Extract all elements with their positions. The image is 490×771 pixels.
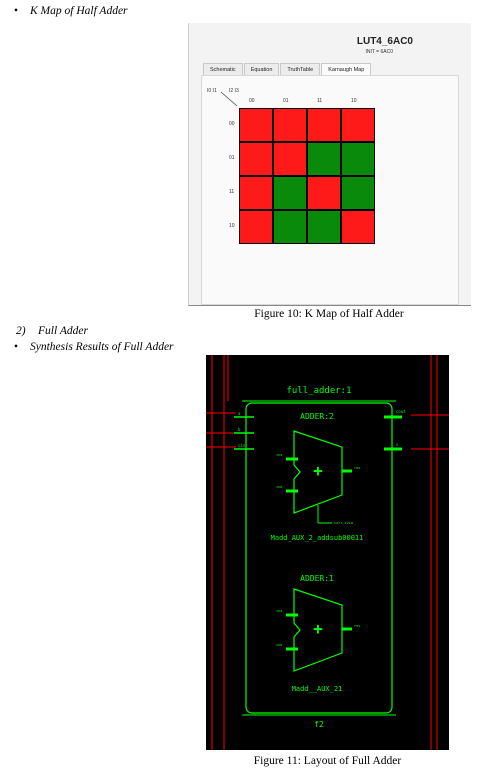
adder1-label: ADDER:1 [300, 574, 334, 583]
pin-label: inb [276, 485, 282, 489]
bullet-text: K Map of Half Adder [30, 5, 128, 17]
lut-init-value: INIT = 6AC0 [365, 49, 393, 55]
kmap-cell [273, 210, 307, 244]
adder1-block [293, 588, 343, 672]
adder1-net-label: Madd__AUX_21 [292, 685, 343, 693]
port-label: s [396, 442, 399, 447]
kmap-row-var-label: I0 I1 [207, 88, 217, 94]
lut-title: LUT4_6AC0 [356, 36, 413, 47]
pin-label: carr_i2ia [334, 521, 353, 525]
kmap-cell [239, 108, 273, 142]
adder2-plus-icon: + [313, 461, 323, 480]
pin-label: ina [276, 453, 282, 457]
bullet-marker: • [14, 341, 19, 353]
full-adder-module-box [245, 402, 393, 714]
adder1-plus-icon: + [313, 619, 323, 638]
kmap-cell [341, 176, 375, 210]
left-ports [234, 416, 254, 450]
adder1-pins [286, 613, 352, 651]
tab-truthtable[interactable]: TruthTable [280, 63, 321, 75]
bullet-marker: • [14, 5, 19, 17]
pin-label: inb [276, 643, 282, 647]
port-label: a [238, 411, 241, 416]
kmap-col-header: 00 [249, 98, 255, 104]
tab-karnaugh-map[interactable]: Karnaugh Map [321, 63, 372, 75]
kmap-col-header: 11 [317, 98, 323, 104]
tab-bar: Schematic Equation TruthTable Karnaugh M… [203, 63, 372, 75]
kmap-cell [341, 142, 375, 176]
figure-10-caption: Figure 10: K Map of Half Adder [254, 308, 404, 320]
kmap-col-var-label: I2 I3 [229, 88, 239, 94]
adder2-block [293, 430, 343, 514]
layout-schematic: full_adder:1 f2 a b cin cout s ADDER:2 +… [206, 355, 449, 750]
kmap-cell [239, 210, 273, 244]
kmap-cell [307, 142, 341, 176]
kmap-cell [239, 176, 273, 210]
pin-label: res [354, 466, 360, 470]
kmap-diagonal [220, 91, 238, 107]
kmap-cell [307, 108, 341, 142]
kmap-cell [273, 176, 307, 210]
kmap-cell [341, 210, 375, 244]
module-label: full_adder:1 [286, 386, 351, 396]
tab-schematic[interactable]: Schematic [203, 63, 243, 75]
section-number: 2) [16, 325, 26, 337]
adder2-label: ADDER:2 [300, 412, 334, 421]
bullet-synthesis-heading: • Synthesis Results of Full Adder [14, 341, 174, 353]
kmap-row-header: 11 [229, 189, 235, 195]
port-label: b [238, 427, 241, 432]
section-heading-full-adder: 2) Full Adder [16, 325, 88, 337]
kmap-col-header: 01 [283, 98, 289, 104]
tab-equation[interactable]: Equation [243, 63, 280, 75]
kmap-row-header: 01 [229, 155, 235, 161]
bullet-kmap-heading: • K Map of Half Adder [14, 5, 128, 17]
pin-label: res [354, 624, 360, 628]
module-instance-label: f2 [314, 720, 324, 729]
kmap-cell [341, 108, 375, 142]
adder2-pins [286, 457, 352, 493]
kmap-cell [307, 210, 341, 244]
kmap-viewer-panel: LUT4_6AC0 INIT = 6AC0 Schematic Equation… [188, 23, 471, 306]
port-label: cin [238, 443, 246, 448]
figure-11-caption: Figure 11: Layout of Full Adder [253, 755, 402, 767]
kmap-tab-body: I0 I1 I2 I3 00 01 11 10 00 01 11 10 [201, 75, 459, 305]
kmap-cell [307, 176, 341, 210]
bullet-text: Synthesis Results of Full Adder [30, 341, 174, 353]
port-label: cout [396, 409, 406, 414]
kmap-cell [273, 142, 307, 176]
kmap-row-header: 10 [229, 223, 235, 229]
right-ports [384, 415, 402, 451]
adder2-net-label: Madd_AUX_2_addsub00011 [271, 534, 364, 542]
section-title: Full Adder [38, 325, 88, 337]
red-nets [206, 355, 449, 750]
pin-label: ina [276, 609, 282, 613]
kmap-cell [273, 108, 307, 142]
layout-schematic-panel: full_adder:1 f2 a b cin cout s ADDER:2 +… [206, 355, 449, 750]
kmap-col-header: 10 [351, 98, 357, 104]
kmap-row-header: 00 [229, 121, 235, 127]
kmap-cell [239, 142, 273, 176]
